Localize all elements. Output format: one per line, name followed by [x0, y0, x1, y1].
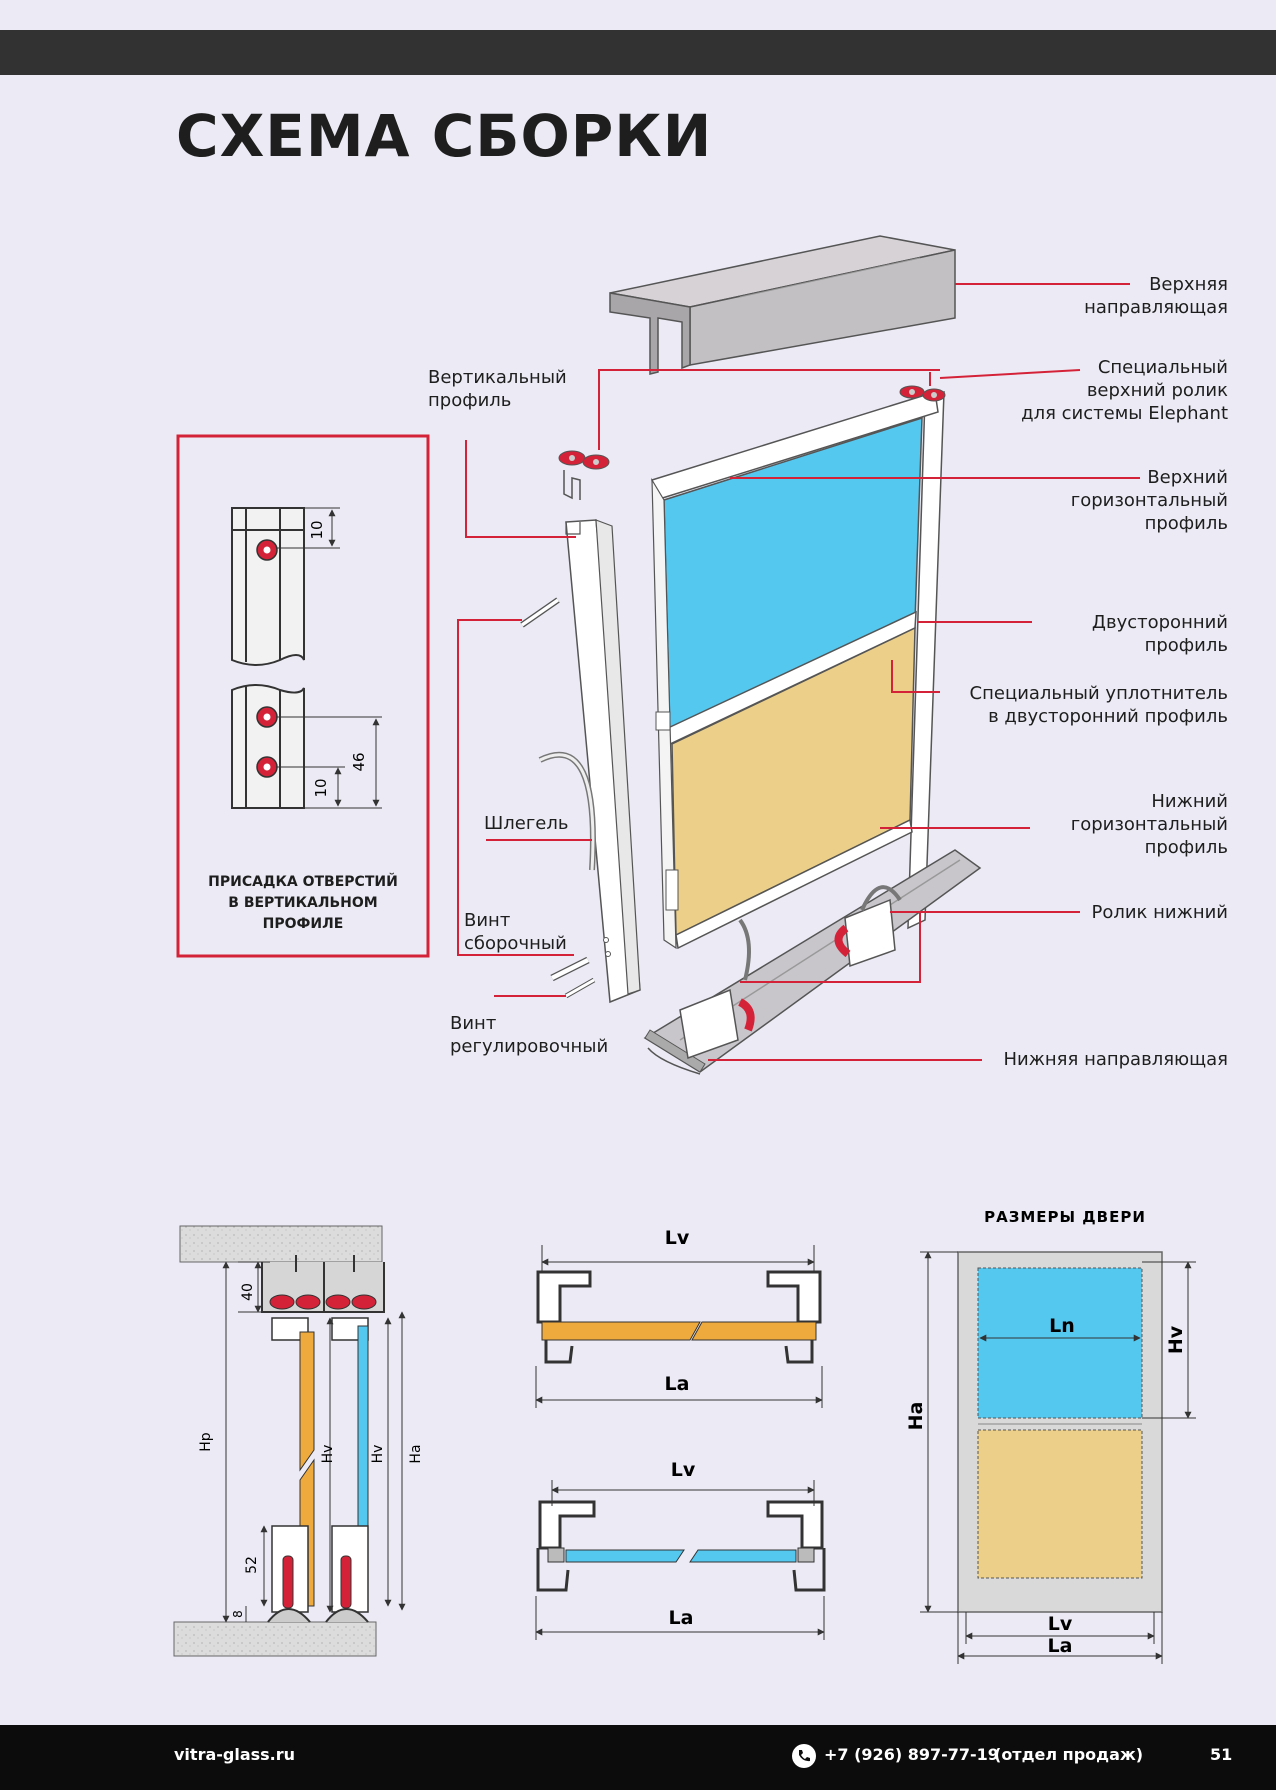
- width-la-top: La: [665, 1373, 690, 1395]
- width-la-bottom: La: [669, 1607, 694, 1629]
- footer: vitra-glass.ru +7 (926) 897-77-19 (отдел…: [0, 1725, 1276, 1790]
- width-view-top: [535, 1245, 823, 1408]
- drill-dim-bottom-small: 10: [312, 778, 330, 797]
- label-schlegel: Шлегель: [484, 813, 569, 834]
- door-ha: Ha: [905, 1402, 927, 1431]
- section-dim-8: 8: [231, 1610, 245, 1618]
- top-roller-left: [558, 450, 610, 500]
- section-view: [173, 1225, 406, 1657]
- door-la: La: [1048, 1635, 1073, 1657]
- vertical-profile-part: [565, 519, 641, 1004]
- section-dim-52: 52: [244, 1556, 260, 1574]
- drill-dim-top: 10: [308, 520, 326, 539]
- drilling-profile-top: [231, 507, 305, 666]
- section-dim-40: 40: [240, 1283, 256, 1301]
- top-bar: [0, 30, 1276, 75]
- width-lv-top: Lv: [665, 1227, 690, 1249]
- section-hv2: Hv: [370, 1445, 386, 1464]
- screw-top: [520, 597, 560, 628]
- drill-dim-bottom-large: 46: [350, 752, 368, 771]
- page-title: СХЕМА СБОРКИ: [176, 102, 713, 170]
- bottom-roller-back: [834, 898, 896, 968]
- door-lv: Lv: [1048, 1613, 1073, 1635]
- width-view-bottom: [535, 1480, 826, 1640]
- width-lv-bottom: Lv: [671, 1459, 696, 1481]
- leader-lines: [457, 283, 1140, 1061]
- section-hp: Hp: [198, 1432, 214, 1452]
- label-bottom-roller: Ролик нижний: [1091, 902, 1228, 923]
- section-hv1: Hv: [320, 1445, 336, 1464]
- screw-adjusting: [564, 977, 596, 999]
- bottom-roller-front: [679, 988, 755, 1060]
- drilling-profile-bottom: [231, 684, 305, 809]
- footer-site-link[interactable]: vitra-glass.ru: [174, 1745, 296, 1764]
- top-roller-right: [899, 385, 946, 402]
- label-bottom-guide: Нижняя направляющая: [1003, 1049, 1228, 1070]
- door-hv: Hv: [1165, 1325, 1187, 1354]
- phone-icon: [792, 1744, 816, 1768]
- footer-phone-note: (отдел продаж): [994, 1745, 1144, 1764]
- footer-phone[interactable]: +7 (926) 897-77-19: [824, 1745, 999, 1764]
- drilling-box-frame: [176, 434, 430, 958]
- top-guide-rail: [609, 235, 956, 375]
- door-sizes-title: РАЗМЕРЫ ДВЕРИ: [984, 1208, 1146, 1226]
- door-ln: Ln: [1049, 1315, 1075, 1337]
- footer-page-number: 51: [1210, 1745, 1233, 1764]
- door-sizes-drawing: [920, 1251, 1196, 1664]
- door-panel: [651, 390, 945, 950]
- section-ha: Ha: [408, 1444, 424, 1463]
- screw-assembly: [550, 956, 590, 982]
